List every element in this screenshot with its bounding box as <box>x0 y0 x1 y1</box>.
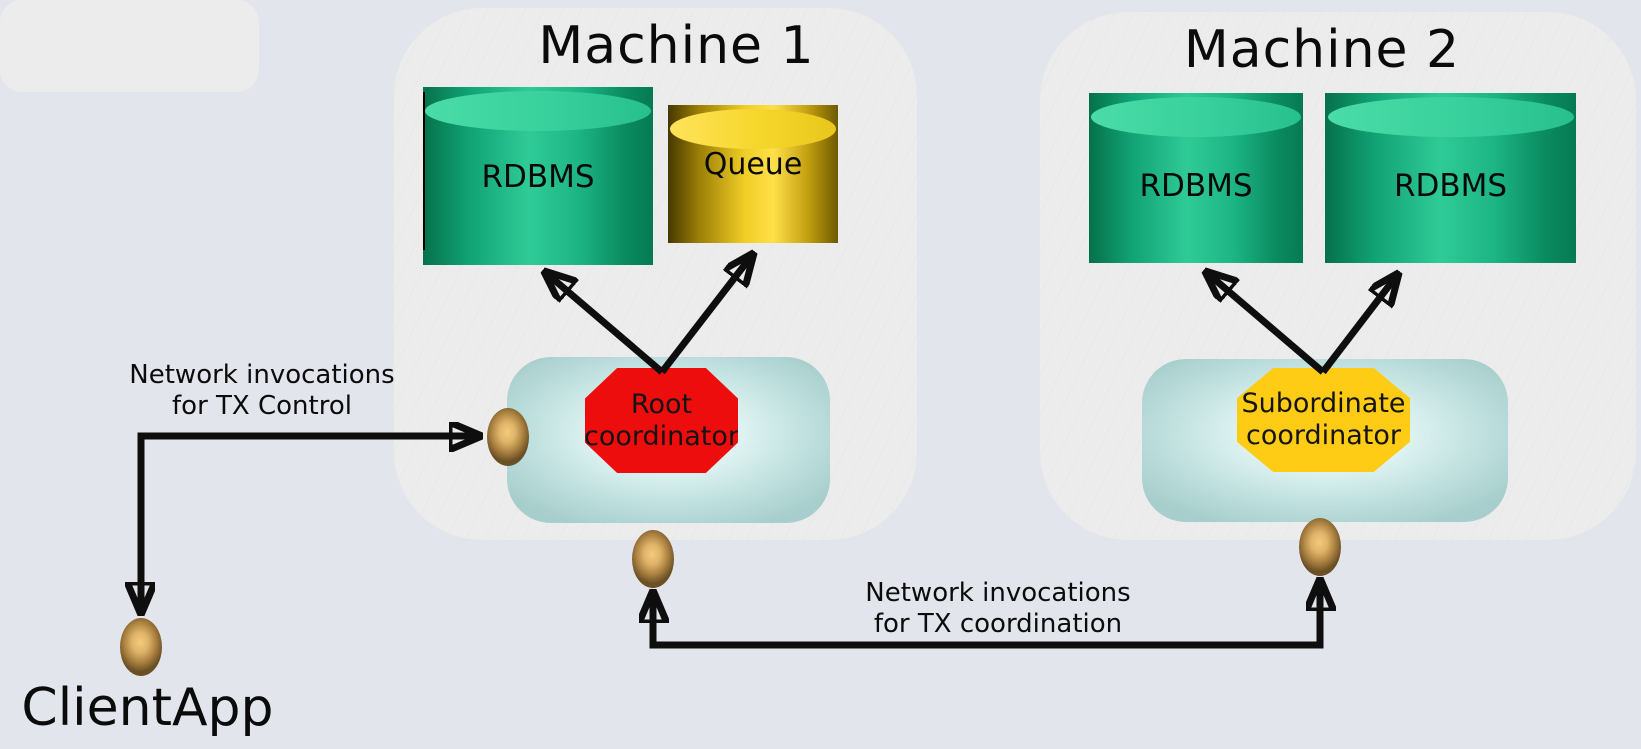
subordinate-coordinator-label-line2: coordinator <box>1245 420 1401 451</box>
rdbms-left-edge-line <box>423 92 425 250</box>
subordinate-coordinator-octagon: Subordinate coordinator <box>1237 368 1410 472</box>
machine2-title: Machine 2 <box>1183 20 1461 80</box>
tx-control-label-line2: for TX Control <box>172 391 352 421</box>
tx-coordination-label-line1: Network invocations <box>865 578 1131 608</box>
machine2-rdbms-right-cylinder: RDBMS <box>1325 93 1576 263</box>
queue-cylinder-top <box>669 109 837 149</box>
tx-coordination-label: Network invocations for TX coordination <box>838 578 1158 640</box>
machine1-rdbms-label: RDBMS <box>481 159 595 195</box>
machine1-title: Machine 1 <box>538 16 815 76</box>
subordinate-coordinator-port-icon <box>1299 518 1341 576</box>
machine2-rdbms-left-cylinder: RDBMS <box>1089 93 1303 263</box>
tx-coordination-label-line2: for TX coordination <box>873 609 1123 639</box>
root-coordinator-label-line2: coordinator <box>584 420 740 452</box>
root-coordinator-side-port-icon <box>487 408 529 466</box>
tx-control-label: Network invocations for TX Control <box>102 360 422 422</box>
database-cylinder-top <box>425 91 651 131</box>
client-network-port-icon <box>120 618 162 676</box>
machine1-rdbms-cylinder: RDBMS <box>423 87 653 265</box>
tx-control-label-line1: Network invocations <box>129 360 395 390</box>
client-app-label: ClientApp <box>21 678 274 738</box>
subordinate-coordinator-label-line1: Subordinate <box>1241 388 1406 419</box>
root-coordinator-octagon: Root coordinator <box>585 368 738 473</box>
root-coordinator-label-line1: Root <box>630 388 693 420</box>
database-cylinder-top <box>1327 97 1574 137</box>
machine1-queue-cylinder: Queue <box>668 105 838 243</box>
machine2-rdbms-right-label: RDBMS <box>1393 168 1508 204</box>
machine1-queue-label: Queue <box>703 147 803 182</box>
machine2-rdbms-left-label: RDBMS <box>1139 168 1253 204</box>
database-cylinder-top <box>1091 97 1301 137</box>
client-app-box <box>0 0 259 92</box>
root-coordinator-bottom-port-icon <box>632 530 674 588</box>
